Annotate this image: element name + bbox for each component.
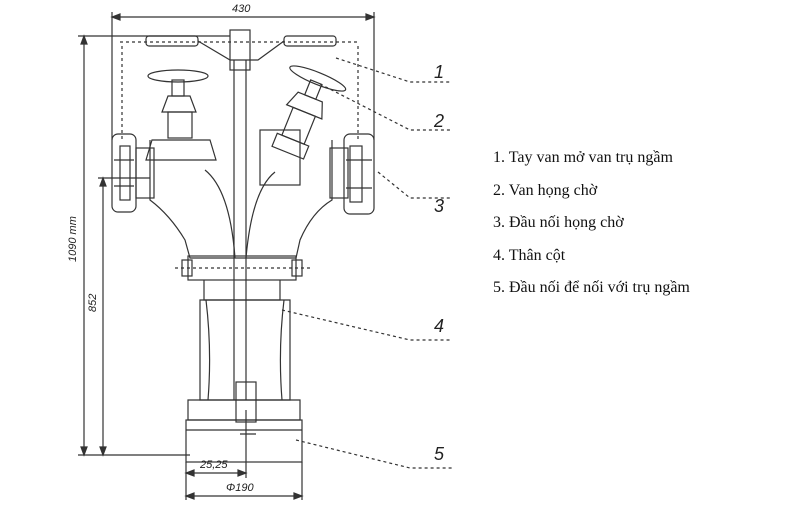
callout-3: 3	[434, 196, 444, 216]
callout-1: 1	[434, 62, 444, 82]
callout-5: 5	[434, 444, 445, 464]
callout-2: 2	[433, 111, 444, 131]
legend-item-1: 1. Tay van mở van trụ ngầm	[493, 149, 673, 166]
dim-text-offset: 25,25	[199, 459, 228, 471]
legend: 1. Tay van mở van trụ ngầm 2. Van họng c…	[493, 150, 793, 313]
dim-text-1090: 1090 mm	[67, 216, 79, 262]
dimension-total-height	[78, 34, 230, 457]
left-valve	[145, 69, 217, 161]
right-valve	[271, 65, 347, 160]
legend-item-3: 3. Đầu nối họng chờ	[493, 214, 624, 231]
central-stem	[233, 60, 247, 400]
left-coupling	[111, 133, 155, 213]
dim-text-852: 852	[87, 294, 99, 312]
column-flange	[175, 255, 310, 281]
right-coupling	[329, 133, 375, 215]
legend-item-2: 2. Van họng chờ	[493, 181, 598, 199]
base-coupling	[185, 381, 303, 463]
dimension-overall-width	[110, 12, 376, 140]
legend-item-4: 4. Thân cột	[493, 246, 566, 264]
dimension-body-height	[98, 176, 150, 457]
hydrant-body	[149, 129, 333, 259]
legend-item-5: 5. Đầu nối để nối với trụ ngầm	[493, 279, 690, 296]
leader-lines	[281, 57, 452, 469]
dimension-base-diameter	[184, 462, 304, 500]
callout-4: 4	[434, 316, 444, 336]
dim-text-base-diameter: Φ190	[226, 482, 254, 494]
dim-text-430: 430	[232, 3, 251, 15]
top-handle	[120, 29, 360, 71]
dimension-offset	[184, 440, 248, 500]
